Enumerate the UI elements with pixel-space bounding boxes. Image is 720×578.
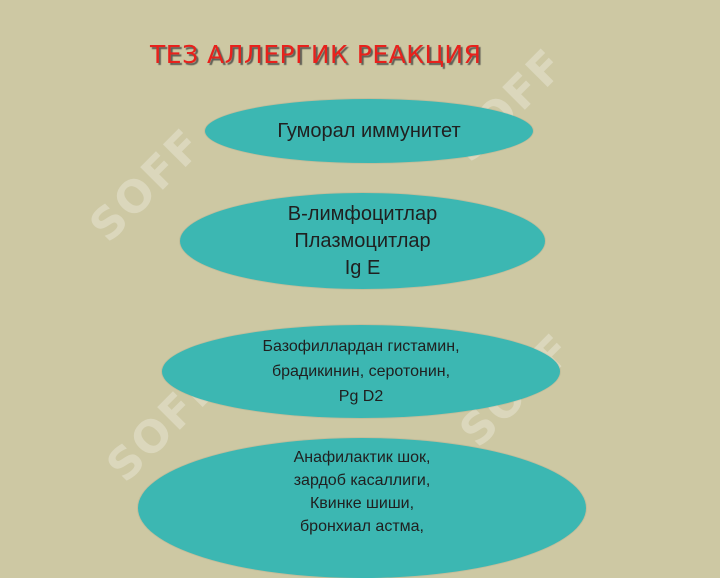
node-text: Pg D2 <box>338 388 384 405</box>
node-clinical-forms: Анафилактик шок, зардоб касаллиги, Квинк… <box>138 438 586 578</box>
node-lymphocytes: В-лимфоцитлар Плазмоцитлар Ig E <box>180 193 545 289</box>
node-text: зардоб касаллиги, <box>293 472 431 489</box>
node-text: Плазмоцитлар <box>294 229 431 252</box>
node-text: Гуморал иммунитет <box>277 119 461 142</box>
node-text: брадикинин, серотонин, <box>271 363 451 380</box>
node-mediators: Базофиллардан гистамин, брадикинин, серо… <box>162 325 560 418</box>
page-title: ТЕЗ АЛЛЕРГИК РЕАКЦИЯ <box>150 40 482 69</box>
node-humoral-immunity: Гуморал иммунитет <box>205 99 533 163</box>
node-text: Квинке шиши, <box>309 495 415 512</box>
node-text: Ig E <box>344 256 381 279</box>
node-text: Базофиллардан гистамин, <box>262 338 460 355</box>
node-text: В-лимфоцитлар <box>287 202 438 225</box>
node-text: бронхиал астма, <box>300 518 424 535</box>
node-text: Анафилактик шок, <box>293 449 431 466</box>
